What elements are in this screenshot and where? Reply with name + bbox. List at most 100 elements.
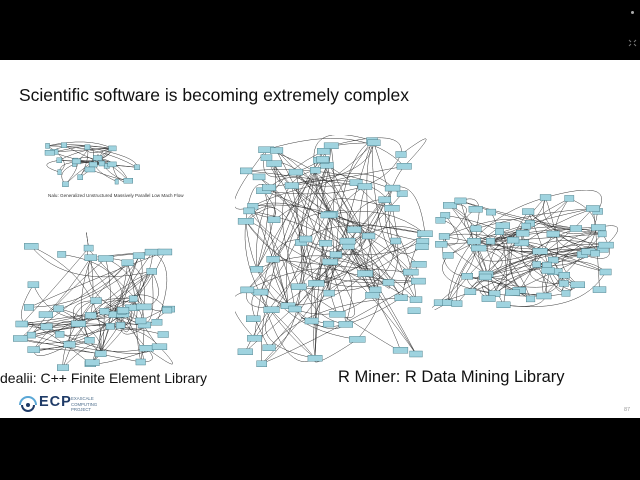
graph-node xyxy=(151,318,163,326)
graph-node xyxy=(61,142,67,148)
dot-icon[interactable] xyxy=(631,11,634,14)
graph-edge xyxy=(120,308,169,335)
graph-node xyxy=(435,241,448,248)
graph-edge xyxy=(302,238,346,325)
graph-node xyxy=(72,158,81,165)
graph-edge xyxy=(46,160,60,173)
graph-node xyxy=(362,232,376,240)
graph-node xyxy=(89,161,98,168)
graph-node xyxy=(15,320,28,328)
graph-node xyxy=(409,296,423,303)
graph-edge xyxy=(31,258,106,336)
graph-edge xyxy=(305,225,426,240)
graph-node xyxy=(71,320,86,328)
graph-edge xyxy=(291,173,393,189)
graph-edge xyxy=(490,231,522,250)
graph-node xyxy=(339,237,356,245)
graph-node xyxy=(536,292,552,300)
nalu-dependency-graph xyxy=(35,138,143,192)
graph-node xyxy=(38,311,54,318)
graph-node xyxy=(532,248,548,255)
graph-edge xyxy=(331,137,402,155)
graph-node xyxy=(256,360,267,368)
graph-node xyxy=(410,277,426,285)
graph-edge xyxy=(260,289,376,315)
graph-edge xyxy=(84,298,134,341)
graph-node xyxy=(521,222,531,230)
graph-edge xyxy=(21,247,89,325)
graph-node xyxy=(13,335,28,342)
graph-edge xyxy=(291,185,373,296)
graph-node xyxy=(252,288,269,296)
graph-edge xyxy=(503,271,606,307)
graph-edge xyxy=(316,209,332,284)
graph-node xyxy=(40,323,53,330)
graph-node xyxy=(237,348,253,356)
graph-edge xyxy=(314,214,332,359)
graph-node xyxy=(357,270,374,277)
graph-node xyxy=(62,181,69,187)
graph-edge xyxy=(373,142,399,283)
graph-node xyxy=(438,233,450,240)
graph-node xyxy=(157,248,173,256)
graph-node xyxy=(471,244,487,252)
graph-node xyxy=(546,230,560,238)
graph-edge xyxy=(47,145,138,168)
graph-node xyxy=(299,235,313,243)
graph-node xyxy=(262,344,276,352)
exit-fullscreen-icon[interactable] xyxy=(628,39,637,47)
graph-edge xyxy=(555,198,589,252)
graph-edge xyxy=(359,186,376,291)
graph-node xyxy=(44,149,55,156)
graph-edge xyxy=(470,240,506,292)
graph-edge xyxy=(545,190,602,212)
graph-edge xyxy=(298,240,397,292)
graph-edge xyxy=(300,242,309,268)
graph-node xyxy=(136,303,152,311)
graph-node xyxy=(84,166,96,173)
rminer-dependency-graph-left xyxy=(235,135,435,370)
slide-title: Scientific software is becoming extremel… xyxy=(19,85,410,105)
graph-node xyxy=(541,267,555,274)
graph-edge xyxy=(90,262,128,317)
graph-edge xyxy=(265,309,316,359)
graph-node xyxy=(84,312,97,319)
graph-node xyxy=(547,256,559,264)
graph-node xyxy=(247,335,262,342)
graph-edge xyxy=(266,138,405,167)
graph-edge xyxy=(252,166,405,207)
graph-node xyxy=(262,184,276,191)
graph-node xyxy=(93,155,103,161)
graph-node xyxy=(108,145,117,152)
graph-edge xyxy=(59,147,113,161)
graph-edge xyxy=(247,165,328,291)
bottom-letterbox xyxy=(0,418,640,480)
graph-edge xyxy=(316,272,330,294)
graph-edge xyxy=(21,323,91,364)
graph-edge xyxy=(273,142,374,221)
graph-node xyxy=(84,336,95,344)
graph-node xyxy=(129,295,138,302)
graph-node xyxy=(27,346,41,353)
dealii-dependency-graph xyxy=(10,232,182,374)
graph-edge xyxy=(263,154,402,195)
graph-node xyxy=(105,323,115,330)
ecp-logo-line: PROJECT xyxy=(71,407,92,413)
graph-node xyxy=(539,194,552,201)
graph-node xyxy=(99,308,110,315)
graph-node xyxy=(586,205,600,212)
graph-edge xyxy=(245,221,358,340)
graph-edge xyxy=(298,140,373,287)
graph-edge xyxy=(255,151,324,270)
ecp-logo-subtitle: EXASCALE COMPUTING PROJECT xyxy=(71,396,127,413)
graph-node xyxy=(395,151,407,158)
graph-node xyxy=(470,225,482,232)
graph-node xyxy=(367,139,381,147)
graph-node xyxy=(27,281,40,288)
graph-node xyxy=(532,261,541,268)
graph-edge xyxy=(442,255,495,294)
graph-node xyxy=(454,197,467,205)
graph-node xyxy=(542,261,552,269)
graph-edge xyxy=(47,141,113,149)
graph-edge xyxy=(467,275,565,288)
